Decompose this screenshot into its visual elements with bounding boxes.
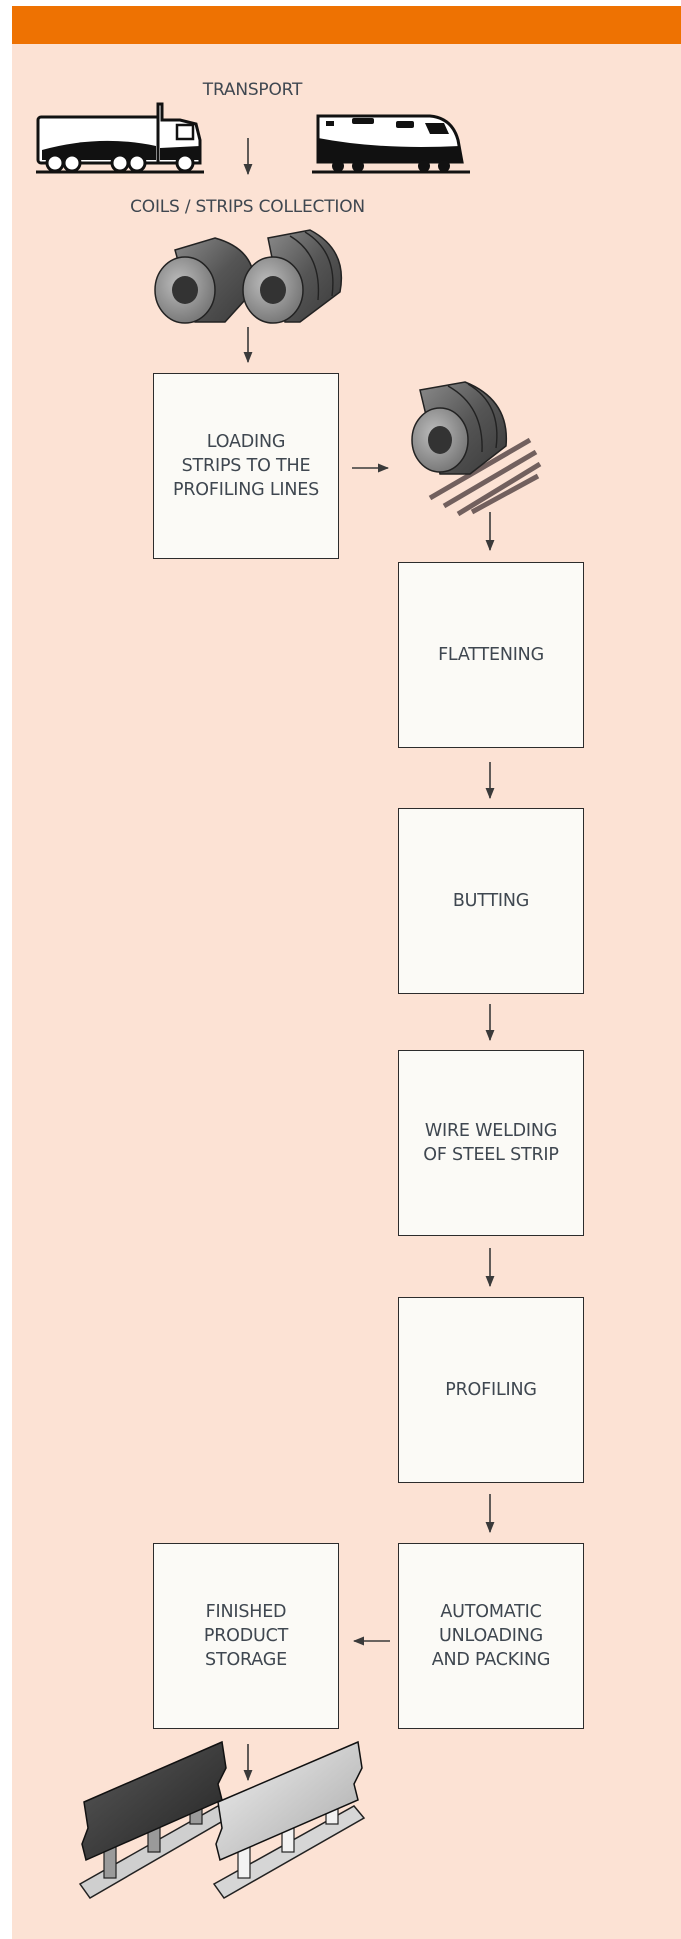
step-profiling-label: PROFILING <box>445 1380 537 1400</box>
step-butting: BUTTING <box>398 808 584 994</box>
step-loading-strips: LOADING STRIPS TO THE PROFILING LINES <box>153 373 339 559</box>
step-flattening-label: FLATTENING <box>438 645 544 665</box>
header-bar <box>12 6 681 44</box>
truck-icon <box>36 102 204 174</box>
step-flattening: FLATTENING <box>398 562 584 748</box>
steel-coil-icon <box>154 229 343 324</box>
step-wire-welding: WIRE WELDING OF STEEL STRIP <box>398 1050 584 1236</box>
step-butting-label: BUTTING <box>452 891 530 911</box>
coils-collection-label: COILS / STRIPS COLLECTION <box>130 197 365 217</box>
step-loading-strips-label: LOADING STRIPS TO THE PROFILING LINES <box>172 432 319 500</box>
coil-on-rollers-icon <box>411 381 542 517</box>
step-finished-storage: FINISHED PRODUCT STORAGE <box>153 1543 339 1729</box>
step-automatic-unloading-label: AUTOMATIC UNLOADING AND PACKING <box>431 1602 551 1670</box>
step-finished-storage-label: FINISHED PRODUCT STORAGE <box>203 1602 289 1670</box>
step-automatic-unloading: AUTOMATIC UNLOADING AND PACKING <box>398 1543 584 1729</box>
step-profiling: PROFILING <box>398 1297 584 1483</box>
transport-label: TRANSPORT <box>202 80 303 100</box>
guardrail-icon <box>78 1740 366 1899</box>
train-icon <box>312 114 470 174</box>
step-wire-welding-label: WIRE WELDING OF STEEL STRIP <box>423 1121 559 1165</box>
